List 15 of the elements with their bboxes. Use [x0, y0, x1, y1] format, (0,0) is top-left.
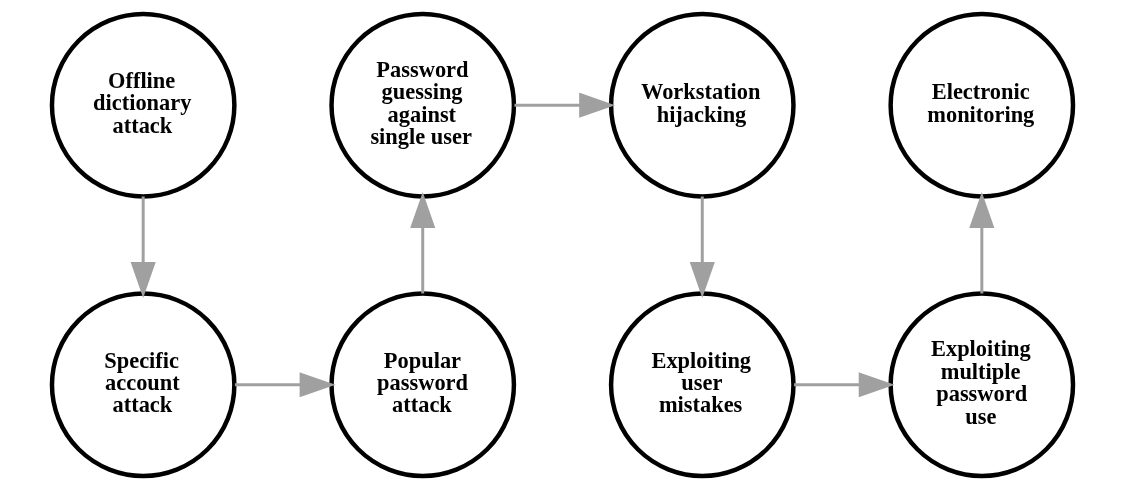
arrow [514, 92, 616, 118]
arrow [969, 191, 995, 294]
node-circle: Popular password attack [329, 291, 517, 479]
arrow [234, 372, 336, 398]
node-circle: Password guessing against single user [329, 11, 517, 199]
node-circle: Exploiting multiple password use [888, 291, 1076, 479]
arrow [130, 196, 156, 298]
node-circle: Offline dictionary attack [49, 11, 237, 199]
node-circle: Specific account attack [49, 291, 237, 479]
arrow [794, 372, 895, 398]
node-circle: Electronic monitoring [888, 11, 1076, 199]
node-circle: Workstation hijacking [608, 11, 796, 199]
arrow [410, 191, 436, 294]
arrow [689, 196, 715, 298]
node-circle: Exploiting user mistakes [608, 291, 796, 479]
